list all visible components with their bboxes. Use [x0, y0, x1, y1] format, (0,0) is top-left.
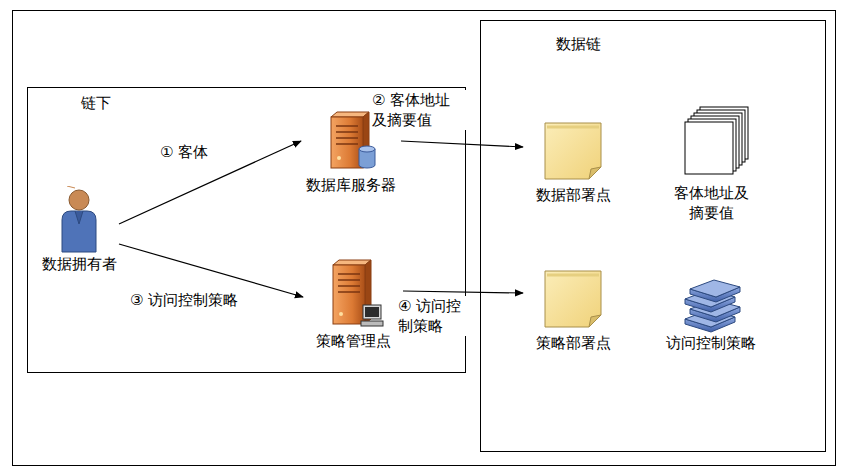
edge-label: ① 客体 — [158, 142, 232, 162]
address-digest-store: 客体地址及 摘要值 — [661, 103, 761, 223]
note-icon — [523, 115, 623, 185]
node-label: 访问控制策略 — [661, 333, 761, 353]
node-label: 策略管理点 — [303, 331, 403, 351]
data-owner: 数据拥有者 — [39, 186, 119, 274]
node-label: 策略部署点 — [523, 333, 623, 353]
data-deploy-point: 数据部署点 — [523, 115, 623, 205]
edge-label: ④ 访问控 制策略 — [396, 296, 480, 336]
node-label: 数据拥有者 — [39, 254, 119, 274]
arrow-connector — [401, 141, 523, 147]
person-icon — [39, 186, 119, 254]
region-title: 链下 — [81, 94, 111, 113]
arrow-connector — [403, 291, 523, 293]
region-title: 数据链 — [556, 35, 601, 54]
outer-frame — [13, 11, 836, 466]
access-policy-store: 访问控制策略 — [661, 279, 761, 353]
datachain-region: 数据链数据部署点 客体地址及 摘要值策略部署点 访问控制策略 — [480, 20, 826, 452]
node-label: 数据部署点 — [523, 185, 623, 205]
node-label: 数据库服务器 — [301, 175, 401, 195]
note-icon — [523, 259, 623, 333]
policy-deploy-point: 策略部署点 — [523, 259, 623, 353]
edge-label: ② 客体地址 及摘要值 — [370, 90, 470, 130]
arrow-connector — [119, 141, 301, 224]
books-icon — [661, 279, 761, 333]
edge-label: ③ 访问控制策略 — [128, 290, 252, 310]
node-label: 客体地址及 摘要值 — [661, 183, 761, 223]
server-pc-icon — [303, 257, 403, 331]
policy-manager: 策略管理点 — [303, 257, 403, 351]
stack-icon — [661, 103, 761, 183]
